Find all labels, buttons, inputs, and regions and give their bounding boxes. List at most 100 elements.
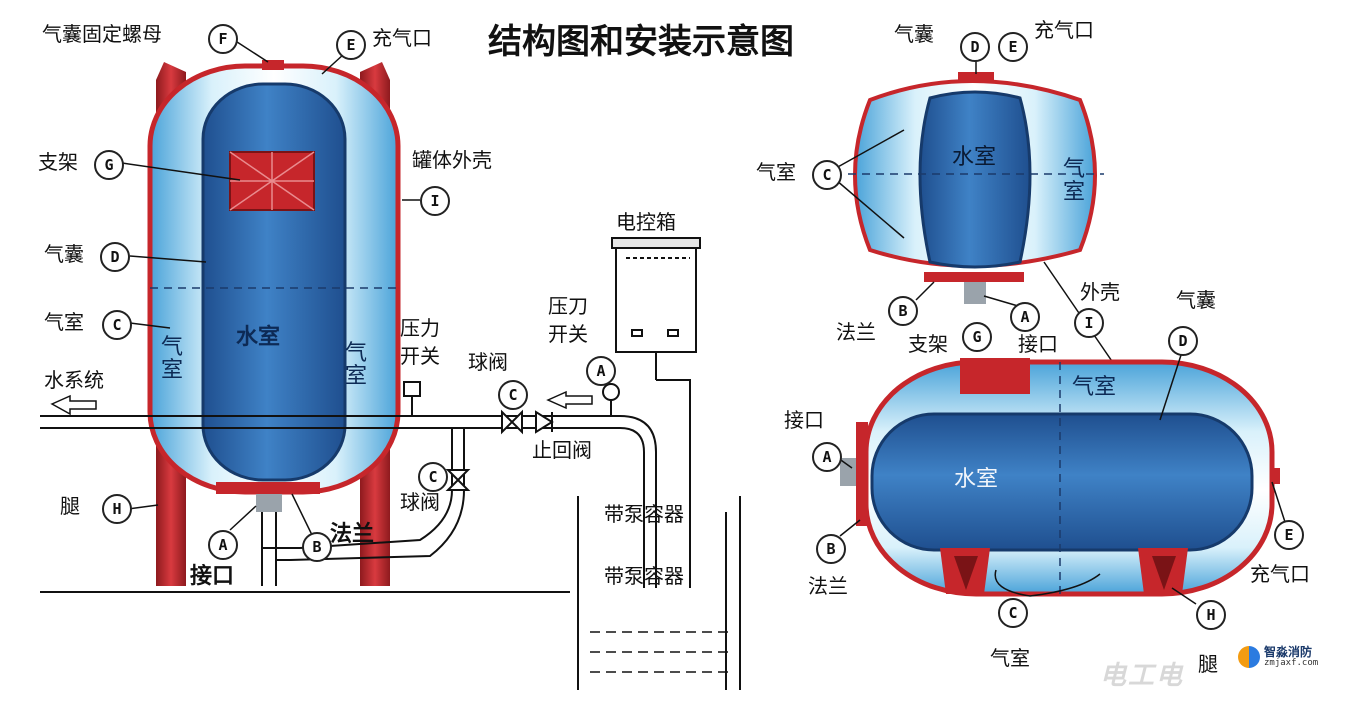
watermark: 电工电 — [1100, 661, 1185, 691]
marker-A-gauge: A — [586, 356, 616, 386]
marker-D-horizontal: D — [1168, 326, 1198, 356]
marker-E-horizontal: E — [1274, 520, 1304, 550]
left-tank-bladder — [201, 82, 347, 482]
marker-G-left: G — [94, 150, 124, 180]
label-bracket-horizontal: 支架 — [908, 332, 948, 356]
top-tank-top-cap — [958, 72, 994, 82]
left-tank-flange — [216, 482, 320, 494]
label-gauge-switch-2: 开关 — [548, 322, 588, 346]
label-shell-top: 外壳 — [1080, 280, 1120, 304]
brand-mark-icon — [1238, 646, 1260, 669]
label-bladder-nut: 气囊固定螺母 — [42, 22, 162, 46]
marker-D-left: D — [100, 242, 130, 272]
label-bracket-left: 支架 — [38, 150, 78, 174]
brand-name: 智淼消防 — [1264, 645, 1313, 659]
label-port-horizontal: 接口 — [784, 408, 824, 432]
label-flange-top: 法兰 — [836, 320, 876, 344]
horizontal-tank-charge-port — [1272, 468, 1280, 484]
label-air-top-right: 气室 — [1062, 158, 1086, 204]
ball-valve-main — [501, 409, 523, 435]
label-leg-left: 腿 — [60, 494, 80, 518]
label-ball-valve-2: 球阀 — [400, 490, 440, 514]
label-pressure-switch-1: 压力 — [400, 316, 440, 340]
label-pressure-switch-2: 开关 — [400, 344, 440, 368]
top-right-tank — [848, 72, 1104, 304]
label-air-chamber-horizontal: 气室 — [1072, 375, 1117, 400]
label-gauge-switch-1: 压刀 — [548, 294, 588, 318]
horizontal-tank-bracket — [960, 358, 1030, 394]
label-leg-horizontal: 腿 — [1198, 652, 1218, 676]
label-shell-left: 罐体外壳 — [412, 148, 492, 172]
top-tank-flange — [924, 272, 1024, 282]
left-tank-port — [256, 494, 282, 512]
label-air-chamber-top: 气室 — [756, 160, 796, 184]
control-box — [611, 237, 701, 588]
label-check-valve: 止回阀 — [532, 438, 592, 462]
brand-url: zmjaxf.com — [1264, 657, 1319, 668]
marker-C-horizontal: C — [998, 598, 1028, 628]
horizontal-tank-leaders — [837, 351, 1286, 605]
check-valve-symbol — [535, 410, 554, 434]
top-tank-bladder — [918, 90, 1032, 269]
horizontal-tank-port — [840, 458, 856, 486]
label-water-chamber-horizontal: 水室 — [954, 467, 999, 492]
marker-C-branch: C — [418, 462, 448, 492]
horizontal-tank — [840, 358, 1280, 597]
water-system-arrow — [50, 394, 97, 416]
pressure-switch-body — [403, 381, 421, 397]
text-air-char-3: 气 — [1062, 157, 1085, 182]
label-charge-port-horizontal: 充气口 — [1250, 562, 1310, 586]
marker-A-left: A — [208, 530, 238, 560]
marker-A-horizontal: A — [812, 442, 842, 472]
label-water-system: 水系统 — [44, 368, 104, 392]
text-air-char-2: 气 — [344, 341, 367, 366]
text-room-char-1: 室 — [160, 358, 183, 384]
label-charge-port-left: 充气口 — [372, 26, 432, 50]
label-pump-container-1: 带泵容器 — [604, 502, 684, 526]
flow-arrow — [546, 390, 593, 410]
label-air-chamber-bottom: 气室 — [990, 646, 1030, 670]
horizontal-tank-flange — [856, 422, 868, 526]
marker-C-valve: C — [498, 380, 528, 410]
marker-H-horizontal: H — [1196, 600, 1226, 630]
label-ball-valve: 球阀 — [468, 350, 508, 374]
left-tank-top-nut — [262, 60, 284, 70]
marker-H-left: H — [102, 494, 132, 524]
marker-I-top: I — [1074, 308, 1104, 338]
label-air-chamber-left: 气室 — [44, 310, 84, 334]
label-port-left: 接口 — [190, 564, 235, 589]
horizontal-tank-bladder — [870, 412, 1254, 552]
label-air-left-tank-left: 气室 — [160, 336, 184, 382]
label-bladder-horizontal: 气囊 — [1176, 288, 1216, 312]
marker-C-top: C — [812, 160, 842, 190]
label-water-chamber-left: 水室 — [236, 325, 281, 350]
marker-B-left: B — [302, 532, 332, 562]
label-pump-container-2: 带泵容器 — [604, 564, 684, 588]
marker-B-horizontal: B — [816, 534, 846, 564]
left-tank — [147, 60, 401, 586]
label-air-left-tank-right: 气室 — [344, 342, 368, 388]
brand-logo: 智淼消防 zmjaxf.com — [1238, 646, 1318, 669]
pump-container — [577, 496, 741, 690]
label-charge-port-top: 充气口 — [1034, 18, 1094, 42]
page-title: 结构图和安装示意图 — [488, 22, 794, 62]
label-flange-horizontal: 法兰 — [808, 574, 848, 598]
marker-I-left: I — [420, 186, 450, 216]
brand-text: 智淼消防 zmjaxf.com — [1264, 646, 1318, 668]
left-tank-bracket-lines — [229, 151, 315, 211]
label-bladder-top: 气囊 — [894, 22, 934, 46]
marker-F: F — [208, 24, 238, 54]
main-pipe — [40, 415, 657, 588]
label-flange-left: 法兰 — [330, 522, 375, 547]
marker-C-left: C — [102, 310, 132, 340]
top-tank-port — [964, 282, 986, 304]
marker-E-top: E — [998, 32, 1028, 62]
ball-valve-branch — [445, 469, 471, 491]
marker-E-left: E — [336, 30, 366, 60]
label-port-top-horizontal: 接口 — [1018, 332, 1058, 356]
marker-D-top: D — [960, 32, 990, 62]
label-bladder-left: 气囊 — [44, 242, 84, 266]
left-tank-leaders — [121, 39, 420, 536]
